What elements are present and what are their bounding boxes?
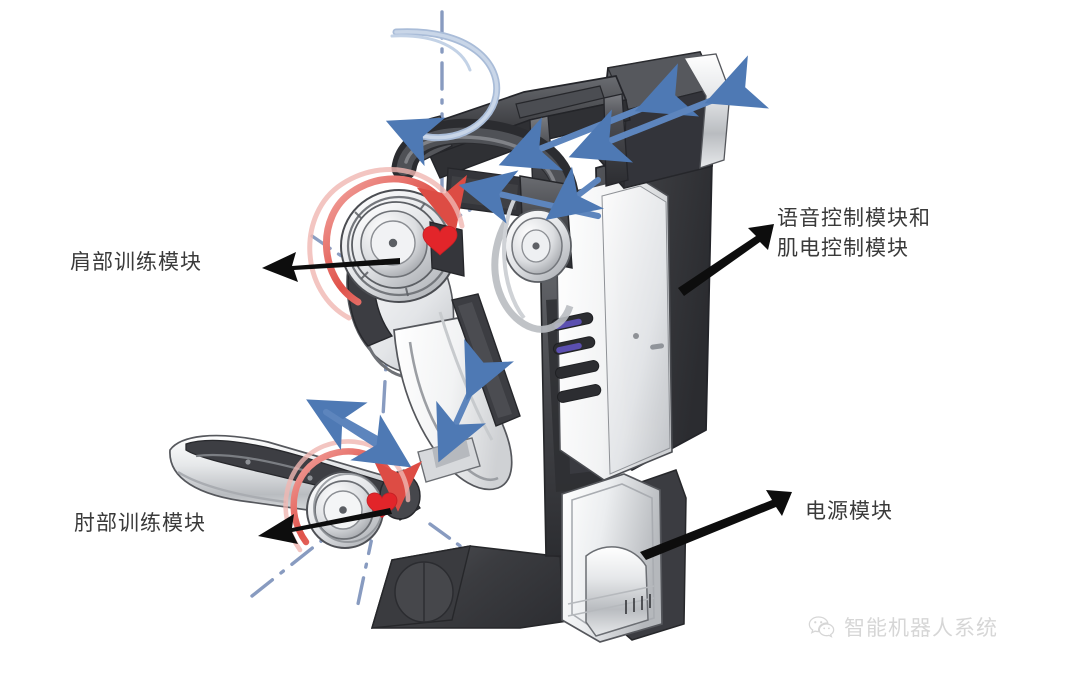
- callout-arrows: [258, 224, 792, 560]
- callout-arrow-elbow: [258, 508, 392, 544]
- arrow-translate-upper-right-2: [568, 55, 770, 163]
- wechat-icon: [808, 616, 835, 638]
- watermark-text: 智能机器人系统: [844, 616, 998, 640]
- arrow-right-disk: [545, 166, 604, 220]
- callout-arrow-shoulder: [262, 252, 400, 282]
- callout-arrow-power: [640, 490, 792, 560]
- callout-label-shoulder: 肩部训练模块: [70, 250, 202, 274]
- axis-below-elbow: [356, 526, 376, 606]
- motion-arrows: [306, 28, 770, 468]
- led-indicator-slots: [550, 312, 602, 403]
- shoulder-rotation-arc: [307, 167, 467, 321]
- callout-arrow-voice: [678, 224, 774, 296]
- callout-label-elbow: 肘部训练模块: [74, 511, 206, 535]
- axis-diagonal-lower: [250, 532, 332, 598]
- right-shoulder-disk: [491, 195, 574, 333]
- callout-label-voice-emg: 语音控制模块和 肌电控制模块: [777, 206, 931, 260]
- power-module: [561, 469, 687, 643]
- arrow-elbow-down-right: [322, 408, 412, 468]
- watermark: 智能机器人系统: [808, 612, 998, 642]
- callout-label-power: 电源模块: [805, 499, 893, 523]
- arrow-upper-arm: [436, 338, 514, 463]
- shoulder-marker: [422, 225, 458, 256]
